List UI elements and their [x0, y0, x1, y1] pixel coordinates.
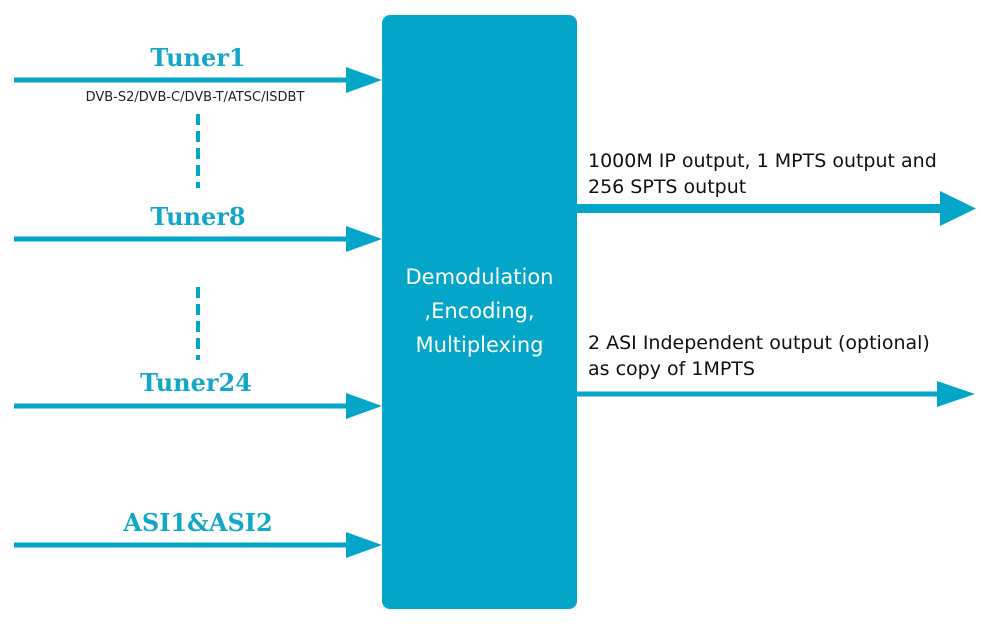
ip-output-arrow	[577, 191, 976, 226]
ip-output-label: 1000M IP output, 1 MPTS output and 256 S…	[588, 148, 937, 200]
processing-line-2: ,Encoding,	[424, 299, 535, 323]
processing-line-1: Demodulation	[405, 265, 554, 289]
asi-input-label: ASI1&ASI2	[123, 508, 273, 537]
ip-output-line-1: 1000M IP output, 1 MPTS output and	[588, 150, 937, 172]
asi-output-line-2: as copy of 1MPTS	[588, 358, 755, 380]
asi-output-arrow	[577, 381, 975, 407]
tuner1-input-arrow	[14, 67, 382, 93]
tuner8-label: Tuner8	[150, 202, 246, 231]
asi-output-line-1: 2 ASI Independent output (optional)	[588, 332, 930, 354]
processing-line-3: Multiplexing	[415, 333, 544, 357]
asi-input-arrow	[14, 532, 382, 558]
tuner24-label: Tuner24	[140, 368, 252, 397]
tuner1-standards-label: DVB-S2/DVB-C/DVB-T/ATSC/ISDBT	[85, 90, 305, 105]
tuner8-input-arrow	[14, 226, 382, 252]
processing-label: Demodulation ,Encoding, Multiplexing	[382, 260, 577, 362]
tuner24-input-arrow	[14, 393, 382, 419]
asi-output-label: 2 ASI Independent output (optional) as c…	[588, 330, 930, 382]
ip-output-line-2: 256 SPTS output	[588, 176, 747, 198]
processing-block: Demodulation ,Encoding, Multiplexing	[382, 15, 577, 609]
tuner1-label: Tuner1	[150, 43, 246, 72]
